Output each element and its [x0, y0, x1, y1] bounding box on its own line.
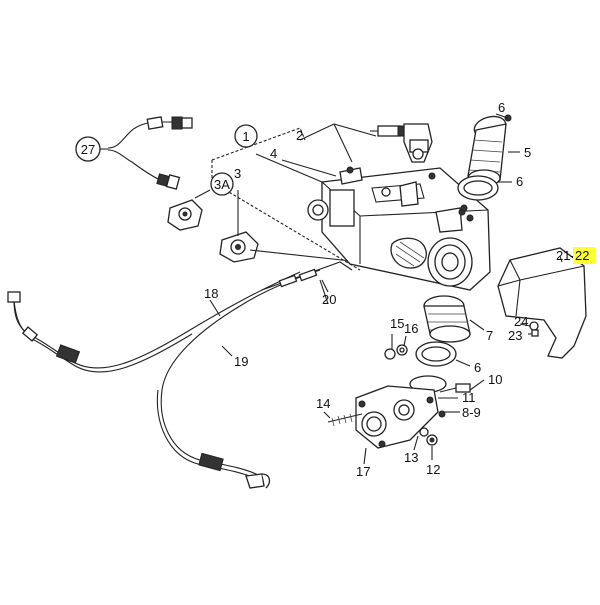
label-3: 3	[234, 166, 241, 181]
throttle-body-4	[211, 127, 491, 291]
label-27: 27	[81, 142, 95, 157]
label-21: 21-	[556, 248, 575, 263]
washer-13	[419, 427, 429, 437]
label-7: 7	[486, 328, 493, 343]
washer-16	[396, 344, 408, 356]
label-14: 14	[316, 396, 330, 411]
label-6-low: 6	[474, 360, 481, 375]
screw-23	[531, 329, 539, 337]
label-3a: 3A	[214, 177, 230, 192]
label-4: 4	[270, 146, 277, 161]
stud-14	[327, 413, 363, 427]
bolt-12	[426, 434, 438, 446]
label-6-top: 6	[498, 100, 505, 115]
screw-10	[439, 383, 471, 393]
label-5: 5	[524, 145, 531, 160]
label-16: 16	[404, 321, 418, 336]
intake-flange-17	[355, 375, 447, 449]
label-15: 15	[390, 316, 404, 331]
label-17: 17	[356, 464, 370, 479]
label-6-mid: 6	[516, 174, 523, 189]
callout-circle-1	[234, 124, 258, 148]
callout-circle-3a	[210, 172, 234, 196]
label-11: 11	[462, 390, 476, 405]
throttle-cable-19	[156, 269, 321, 489]
throttle-cable-18	[7, 271, 301, 373]
label-23: 23	[508, 328, 522, 343]
throttle-sensor-3	[219, 190, 259, 263]
label-8-9: 8-9	[462, 405, 481, 420]
sleeve-7	[415, 295, 471, 367]
label-18: 18	[204, 286, 218, 301]
label-1: 1	[242, 129, 249, 144]
manifold-sleeve-5	[457, 114, 512, 212]
label-24: 24	[514, 314, 528, 329]
cable-bracket-20	[261, 261, 353, 305]
nut-15	[384, 348, 396, 360]
injector-2	[299, 123, 433, 163]
label-19: 19	[234, 354, 248, 369]
sensor-harness-27	[107, 116, 193, 190]
label-13: 13	[404, 450, 418, 465]
label-20: 20	[322, 292, 336, 307]
label-10: 10	[488, 372, 502, 387]
callout-circle-27	[75, 136, 101, 162]
leader-lines	[100, 113, 563, 465]
label-22: 22	[575, 248, 589, 263]
label-2: 2	[296, 128, 303, 143]
highlight-box	[573, 247, 595, 264]
throttle-sensor-3a	[167, 189, 211, 231]
label-12: 12	[426, 462, 440, 477]
